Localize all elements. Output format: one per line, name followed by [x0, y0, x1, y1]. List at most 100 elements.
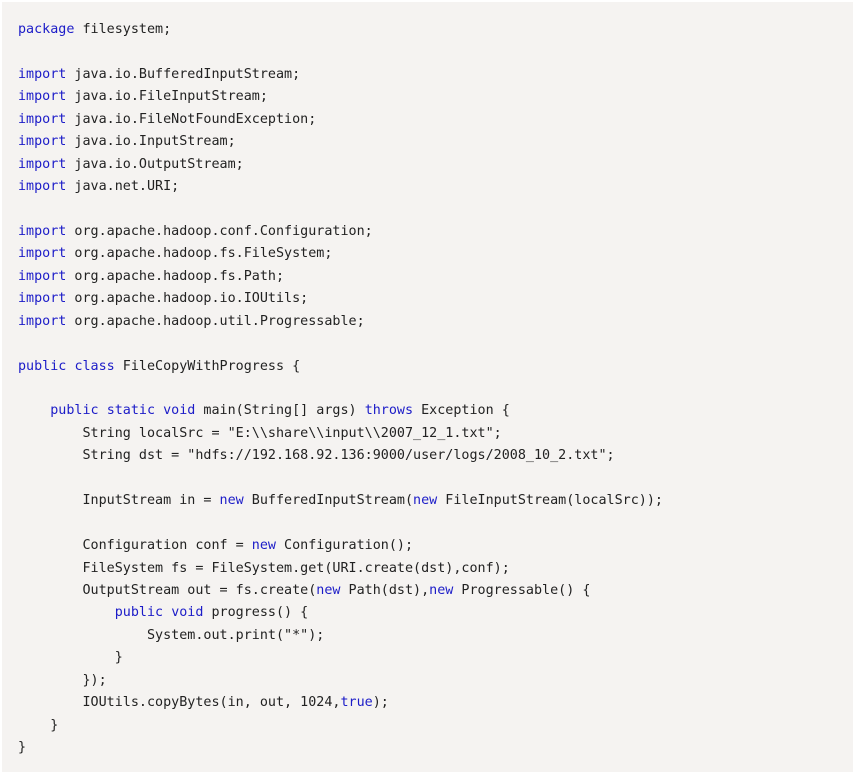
code-keyword: new — [251, 538, 276, 554]
code-line: import org.apache.hadoop.util.Progressab… — [18, 311, 853, 333]
code-text: } — [18, 740, 27, 755]
code-line: import java.io.BufferedInputStream; — [18, 64, 853, 86]
code-text: Exception { — [413, 403, 510, 419]
code-text: } — [18, 650, 123, 666]
code-line: import java.io.FileNotFoundException; — [18, 109, 853, 131]
code-text: org.apache.hadoop.util.Progressable; — [66, 313, 365, 329]
code-text: Configuration(); — [275, 538, 414, 554]
code-keyword: new — [219, 493, 244, 509]
code-line: OutputStream out = fs.create(new Path(ds… — [18, 580, 853, 602]
code-keyword: import — [18, 111, 67, 127]
code-line: public void progress() { — [18, 602, 853, 624]
code-keyword: new — [429, 582, 454, 598]
code-text: java.io.BufferedInputStream; — [66, 66, 301, 82]
code-keyword: public — [50, 403, 99, 419]
code-keyword: public — [18, 358, 67, 374]
code-text: java.io.FileNotFoundException; — [66, 111, 317, 127]
code-line: ​ — [18, 199, 853, 221]
code-text: FileSystem fs = FileSystem.get(URI.creat… — [18, 560, 510, 576]
code-keyword: import — [18, 66, 67, 82]
code-line: } — [18, 647, 853, 669]
code-keyword: import — [18, 179, 67, 195]
code-keyword: public — [114, 605, 164, 621]
code-line: public class FileCopyWithProgress { — [18, 356, 853, 378]
code-block: package filesystem;​import java.io.Buffe… — [18, 19, 853, 759]
code-line: import java.net.URI; — [18, 176, 853, 198]
code-text: Path(dst), — [340, 582, 430, 598]
code-line: import org.apache.hadoop.io.IOUtils; — [18, 288, 853, 310]
code-line: import java.io.OutputStream; — [18, 154, 853, 176]
code-line: String localSrc = "E:\\share\\input\\200… — [18, 423, 853, 445]
code-keyword: true — [340, 695, 373, 711]
code-text — [99, 403, 107, 418]
code-text: Configuration conf = — [18, 538, 252, 554]
code-keyword: import — [18, 89, 67, 105]
code-line: import org.apache.hadoop.conf.Configurat… — [18, 221, 853, 243]
code-line: import org.apache.hadoop.fs.FileSystem; — [18, 243, 853, 265]
code-line: IOUtils.copyBytes(in, out, 1024,true); — [18, 692, 853, 714]
code-keyword: new — [316, 582, 341, 598]
code-keyword: throws — [364, 403, 414, 419]
code-keyword: import — [18, 246, 67, 262]
code-keyword: import — [18, 156, 67, 172]
code-text: org.apache.hadoop.conf.Configuration; — [66, 223, 373, 239]
code-text: java.io.OutputStream; — [66, 156, 244, 172]
code-keyword: void — [171, 605, 204, 621]
code-line: public static void main(String[] args) t… — [18, 400, 853, 422]
code-keyword: import — [18, 134, 67, 150]
code-text: Progressable() { — [453, 582, 591, 598]
code-line: ​ — [18, 41, 853, 63]
code-text: } — [18, 717, 59, 733]
code-text: ); — [372, 695, 389, 711]
code-text: System.out.print("*"); — [18, 627, 325, 643]
code-line: String dst = "hdfs://192.168.92.136:9000… — [18, 445, 853, 467]
code-line: ​ — [18, 378, 853, 400]
code-line: ​ — [18, 513, 853, 535]
code-text: }); — [18, 672, 107, 688]
code-text: filesystem; — [74, 22, 172, 37]
code-text: InputStream in = — [18, 493, 220, 509]
code-text: FileCopyWithProgress { — [114, 358, 301, 374]
code-line: ​ — [18, 333, 853, 355]
code-keyword: new — [413, 493, 438, 509]
code-text: progress() { — [203, 605, 309, 621]
code-text: String dst = "hdfs://192.168.92.136:9000… — [18, 448, 615, 464]
code-line: System.out.print("*"); — [18, 625, 853, 647]
code-line: import org.apache.hadoop.fs.Path; — [18, 266, 853, 288]
code-text: org.apache.hadoop.fs.Path; — [66, 268, 285, 284]
code-keyword: import — [18, 268, 67, 284]
code-text — [18, 605, 115, 620]
code-keyword: static — [106, 403, 156, 419]
code-keyword: import — [18, 313, 67, 329]
code-keyword: class — [74, 358, 115, 374]
code-keyword: void — [163, 403, 196, 419]
code-keyword: package — [18, 22, 75, 37]
code-text — [163, 605, 171, 620]
code-text: FileInputStream(localSrc)); — [437, 493, 663, 509]
code-text: java.io.FileInputStream; — [66, 89, 268, 105]
code-keyword: import — [18, 291, 67, 307]
code-line: import java.io.FileInputStream; — [18, 86, 853, 108]
code-text: OutputStream out = fs.create( — [18, 582, 317, 598]
code-line: import java.io.InputStream; — [18, 131, 853, 153]
code-line: package filesystem; — [18, 19, 853, 41]
code-line: Configuration conf = new Configuration()… — [18, 535, 853, 557]
code-text: main(String[] args) — [195, 403, 365, 419]
code-keyword: import — [18, 223, 67, 239]
code-text: BufferedInputStream( — [243, 493, 414, 509]
code-line: FileSystem fs = FileSystem.get(URI.creat… — [18, 558, 853, 580]
code-line: } — [18, 737, 853, 759]
code-text — [18, 403, 50, 418]
code-line: }); — [18, 670, 853, 692]
code-text: org.apache.hadoop.fs.FileSystem; — [66, 246, 333, 262]
code-text — [155, 403, 163, 418]
code-line: ​ — [18, 468, 853, 490]
code-text: org.apache.hadoop.io.IOUtils; — [66, 291, 309, 307]
code-text: java.io.InputStream; — [66, 134, 236, 150]
code-text: String localSrc = "E:\\share\\input\\200… — [18, 425, 502, 441]
code-line: InputStream in = new BufferedInputStream… — [18, 490, 853, 512]
code-line: } — [18, 715, 853, 737]
code-text: IOUtils.copyBytes(in, out, 1024, — [18, 695, 341, 711]
code-text: java.net.URI; — [66, 179, 180, 195]
